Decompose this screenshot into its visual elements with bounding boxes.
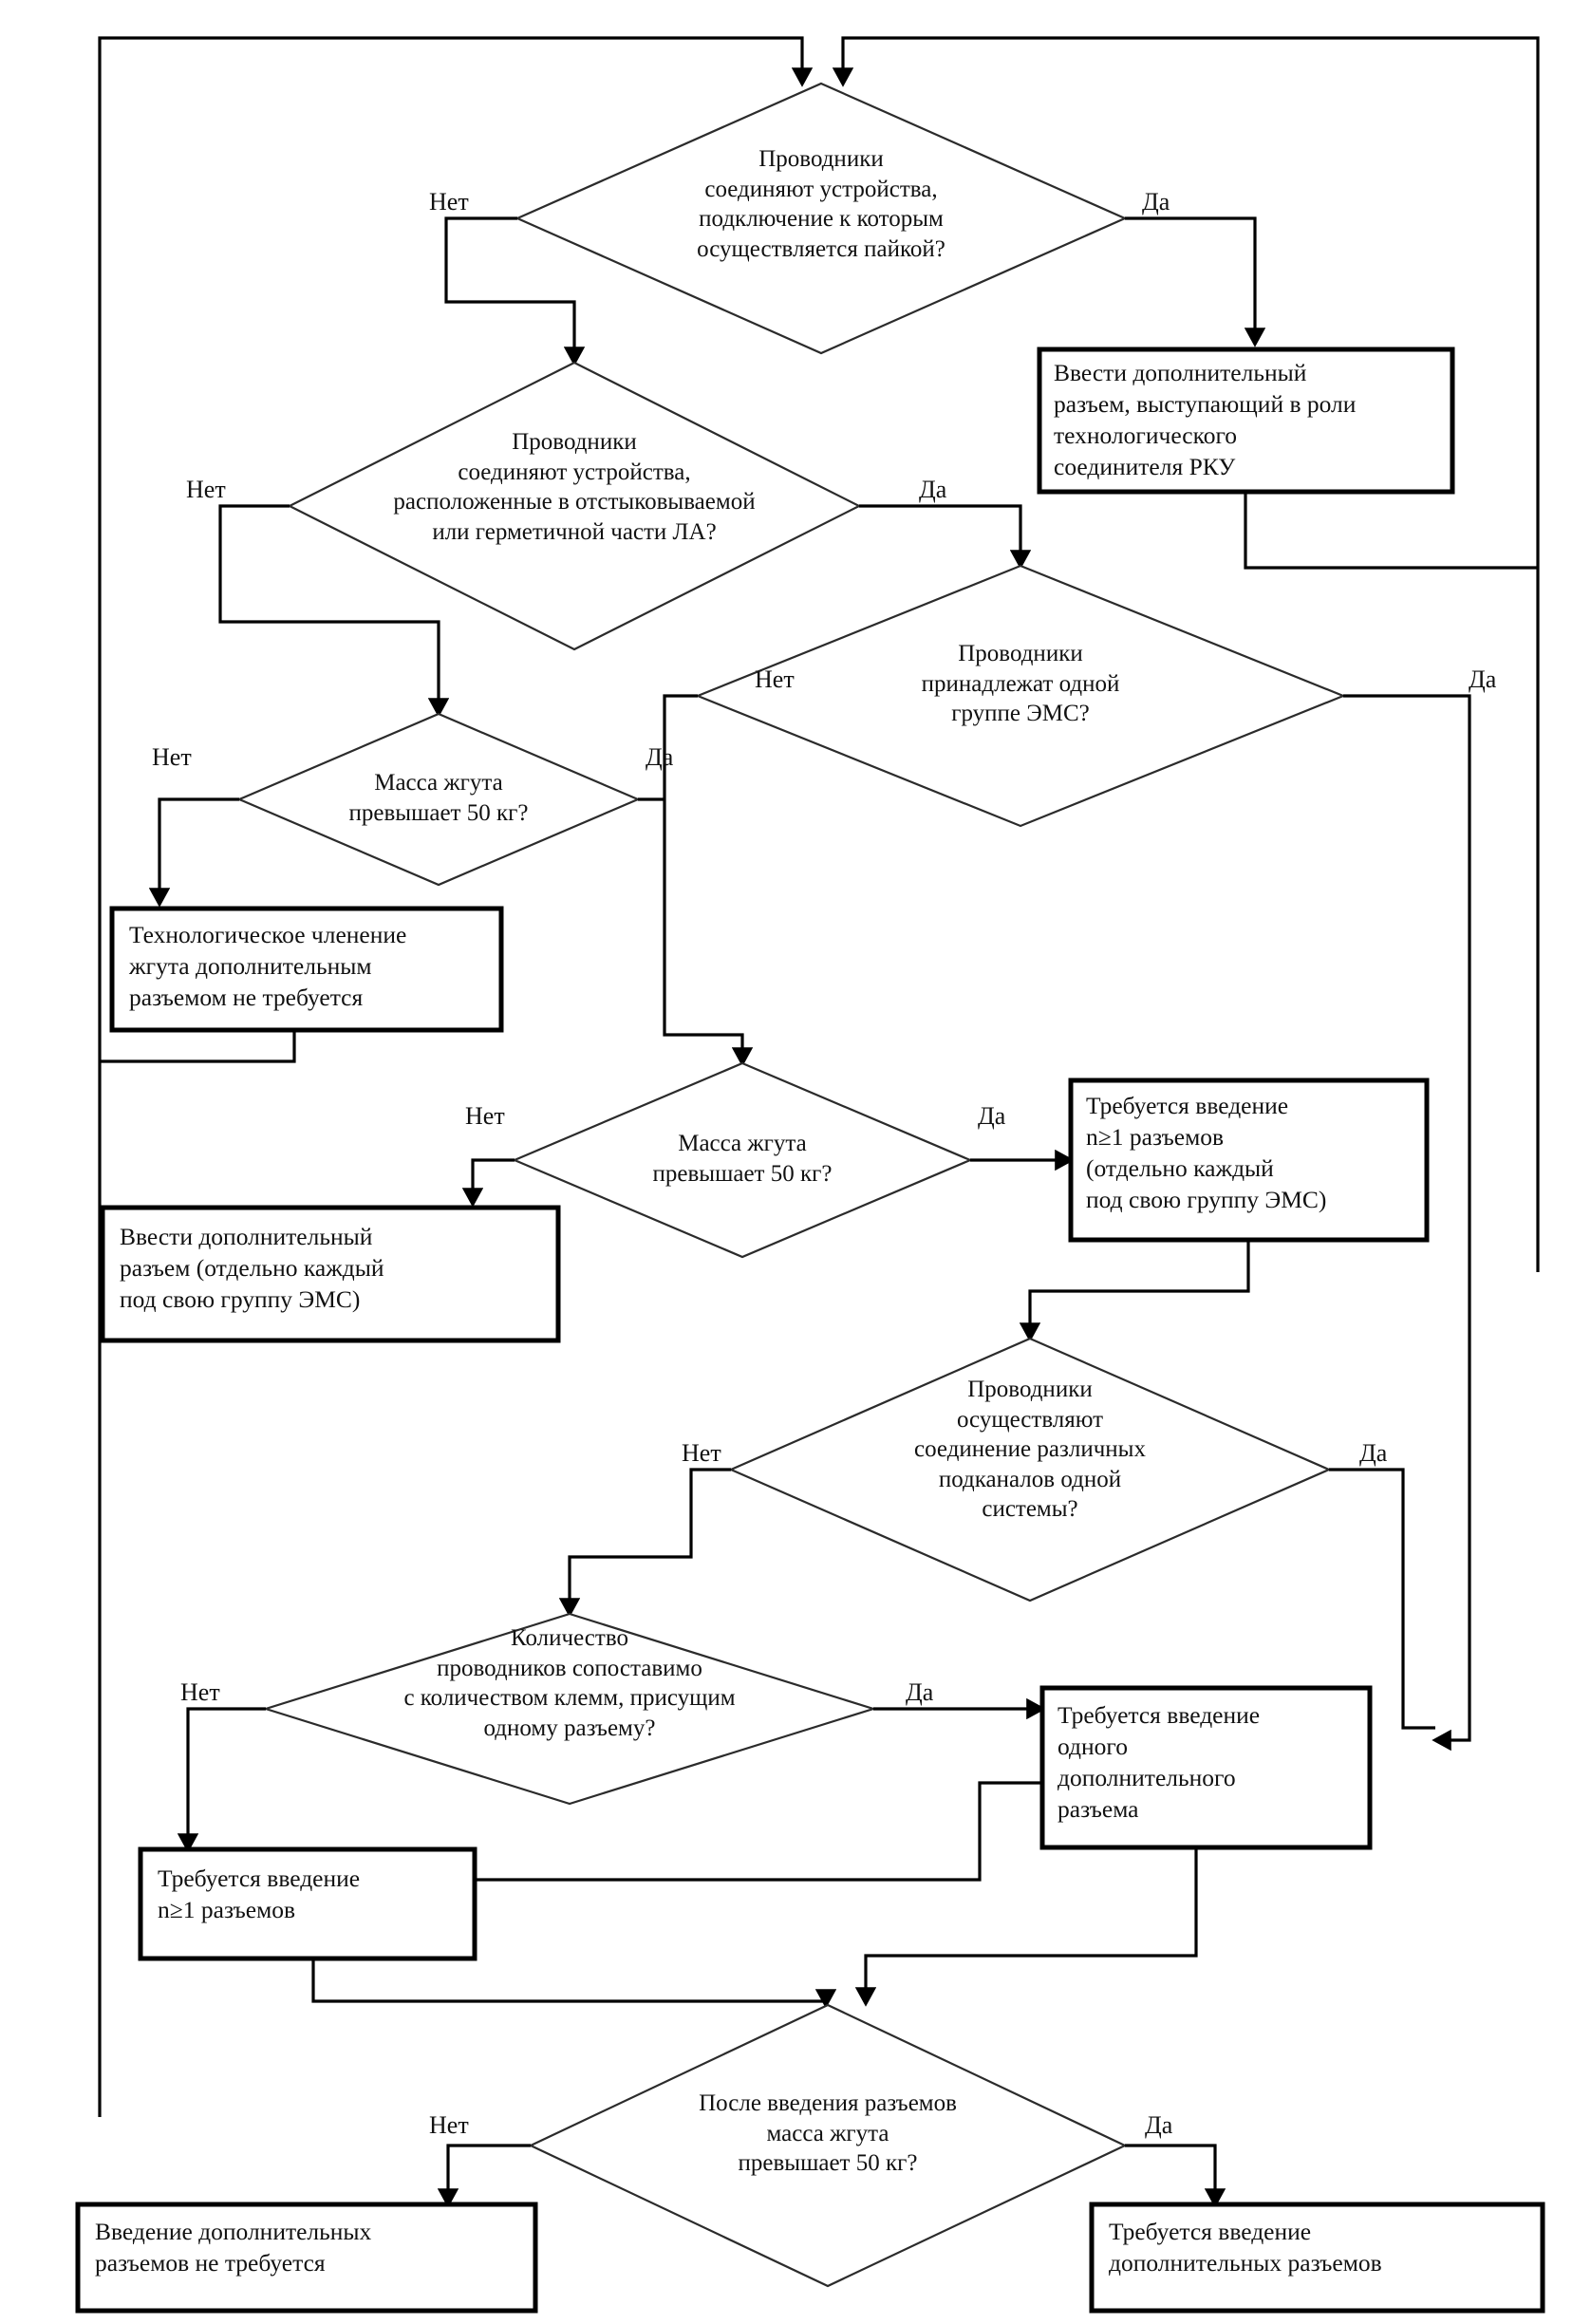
connector-b5-to-b6: [425, 1781, 1042, 1891]
connector-b5-down: [854, 1847, 1198, 2007]
decision-d8-shape: [528, 2003, 1128, 2288]
action-b4-label: Ввести дополнительный разъем (отдельно к…: [120, 1223, 384, 1314]
edge-label-d2-no: Нет: [186, 476, 226, 503]
edge-label-d3-yes: Да: [1469, 665, 1497, 693]
action-b2-label: Технологическое членение жгута дополните…: [129, 921, 407, 1012]
edge-label-d1-no: Нет: [429, 188, 469, 216]
decision-d5-shape: [512, 1061, 973, 1259]
connector-b3-out: [1019, 1240, 1250, 1342]
action-b7-label: Введение дополнительных разъемов не треб…: [95, 2218, 372, 2277]
action-b2-shape: [109, 906, 504, 1033]
decision-d1-shape: [515, 82, 1128, 355]
action-b6-shape: [138, 1846, 477, 1961]
action-b5-label: Требуется введение одного дополнительног…: [1058, 1701, 1261, 1824]
connector-d1-no: [444, 216, 586, 366]
action-b8-shape: [1089, 2202, 1545, 2314]
connector-d6-no: [558, 1468, 731, 1618]
edge-label-d7-yes: Да: [906, 1678, 934, 1706]
edge-label-d6-yes: Да: [1359, 1439, 1388, 1467]
edge-label-d7-no: Нет: [180, 1678, 220, 1706]
edge-label-d5-yes: Да: [978, 1102, 1006, 1130]
connector-d4-no: [148, 797, 239, 908]
action-b3-shape: [1068, 1078, 1430, 1243]
connector-b2-out: [100, 1030, 296, 1063]
connector-d6-yes: [1329, 1468, 1435, 1730]
connector-left-return-rail: [98, 36, 814, 2117]
edge-label-d4-yes: Да: [646, 743, 674, 771]
edge-label-d3-no: Нет: [755, 665, 795, 693]
connector-d1-yes: [1125, 216, 1266, 347]
connector-d7-no: [177, 1707, 266, 1853]
connector-d8-no: [437, 2144, 531, 2208]
edge-label-d8-yes: Да: [1145, 2111, 1173, 2139]
action-b3-label: Требуется введение n≥1 разъемов (отдельн…: [1086, 1092, 1327, 1214]
decision-d3-shape: [695, 564, 1346, 828]
edge-label-d1-yes: Да: [1142, 188, 1170, 216]
edge-label-d8-no: Нет: [429, 2111, 469, 2139]
connector-b6-out: [311, 1959, 837, 2009]
decision-d6-shape: [728, 1337, 1332, 1602]
action-b5-shape: [1039, 1685, 1373, 1850]
connector-b1-out: [1244, 492, 1538, 570]
connector-d3-yes: [1343, 694, 1471, 1752]
action-b1-shape: [1037, 347, 1455, 495]
decision-d4-shape: [236, 712, 641, 887]
connector-d2-no: [218, 504, 450, 718]
edge-label-d4-no: Нет: [152, 743, 192, 771]
connector-d3-no: [663, 694, 754, 1067]
connector-d2-yes: [859, 504, 1032, 570]
decision-d2-shape: [287, 361, 862, 651]
action-b6-label: Требуется введение n≥1 разъемов: [158, 1865, 361, 1924]
connector-d8-yes: [1125, 2144, 1226, 2208]
decision-d7-shape: [262, 1612, 877, 1806]
connector-d5-no: [461, 1158, 515, 1208]
edge-label-d2-yes: Да: [919, 476, 947, 503]
edge-label-d6-no: Нет: [682, 1439, 721, 1467]
connector-right-return-rail: [832, 36, 1540, 1272]
edge-label-d5-no: Нет: [465, 1102, 505, 1130]
action-b1-label: Ввести дополнительный разъем, выступающи…: [1054, 359, 1357, 481]
action-b7-shape: [75, 2202, 538, 2314]
action-b4-shape: [100, 1205, 561, 1343]
action-b8-label: Требуется введение дополнительных разъем…: [1109, 2218, 1382, 2277]
